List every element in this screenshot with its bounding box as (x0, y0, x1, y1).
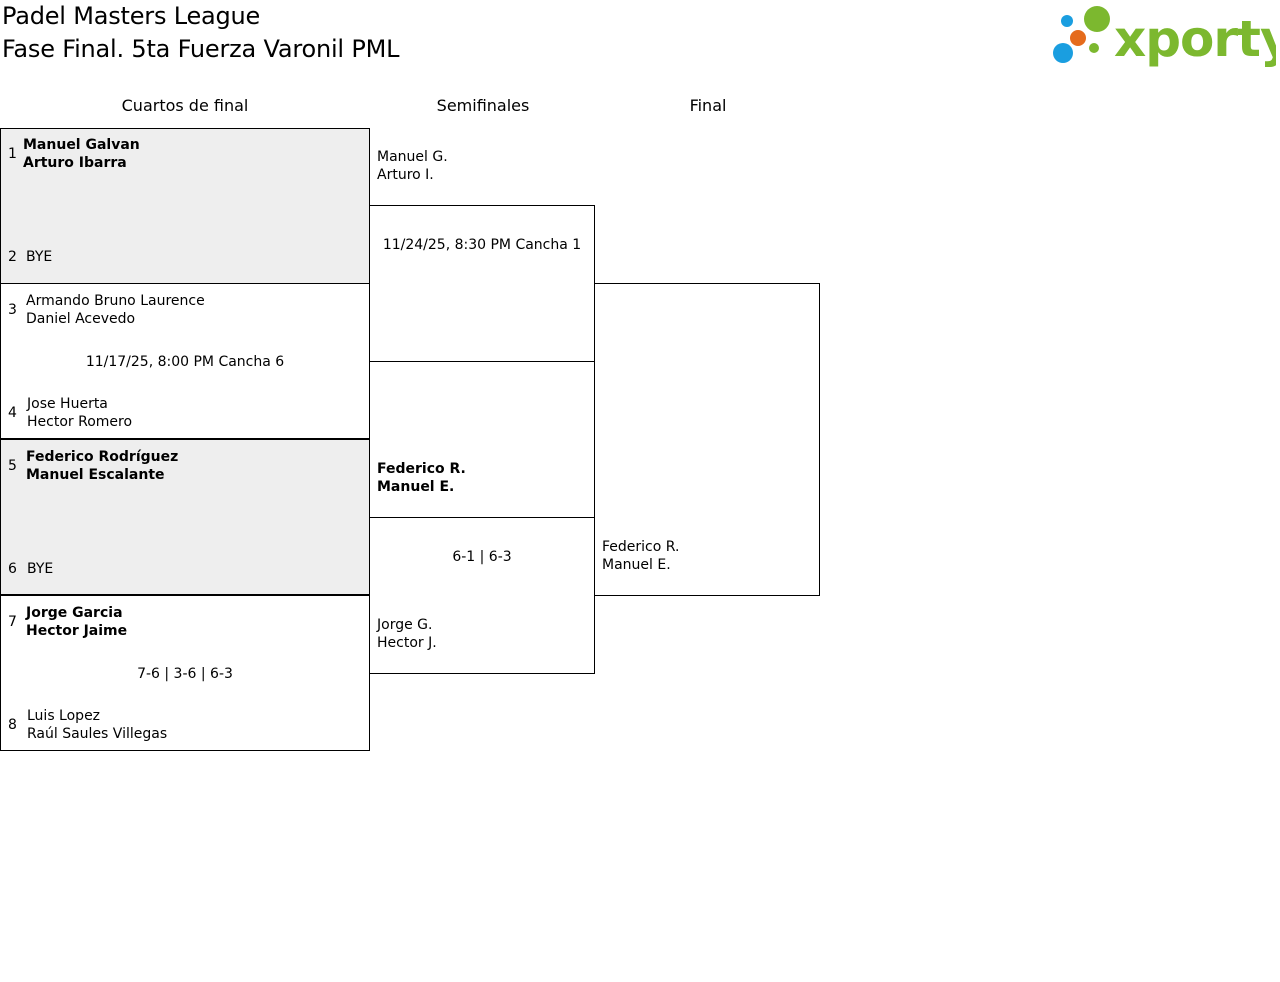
player-name: Federico R. (602, 539, 680, 555)
team-bottom: BYE (27, 560, 53, 578)
player-name: Raúl Saules Villegas (27, 726, 168, 742)
player-name: BYE (27, 561, 54, 577)
seed-number: 5 (8, 458, 17, 474)
seed-number: 2 (8, 249, 17, 265)
qf-match-2[interactable]: 3 Armando Bruno Laurence Daniel Acevedo … (0, 283, 370, 439)
player-name: Hector J. (377, 635, 437, 651)
player-name: Arturo Ibarra (23, 155, 127, 171)
player-name: Jorge G. (377, 617, 433, 633)
player-name: Jose Huerta (27, 396, 108, 412)
match-score: 7-6 | 3-6 | 6-3 (137, 666, 233, 682)
player-name: Hector Romero (27, 414, 133, 430)
player-name: Manuel E. (602, 557, 671, 573)
qf-match-3[interactable]: 5 Federico Rodríguez Manuel Escalante 6 … (0, 439, 370, 595)
player-name: Jorge Garcia (26, 605, 123, 621)
page-subtitle: Fase Final. 5ta Fuerza Varonil PML (2, 35, 400, 63)
sf2-team-top: Federico R. Manuel E. (377, 460, 466, 496)
player-name: Armando Bruno Laurence (26, 293, 205, 309)
player-name: Federico R. (377, 461, 466, 477)
final-match[interactable]: Federico R. Manuel E. (594, 283, 820, 596)
seed-number: 1 (8, 146, 17, 162)
round-header-final: Final (689, 96, 727, 115)
final-team-bottom: Federico R. Manuel E. (602, 538, 679, 574)
player-name: Hector Jaime (26, 623, 128, 639)
svg-text:xporty: xporty (1114, 10, 1276, 68)
sf-match-1[interactable]: 11/24/25, 8:30 PM Cancha 1 (369, 205, 595, 362)
team-top: Manuel Galvan Arturo Ibarra (23, 136, 140, 172)
team-top: Federico Rodríguez Manuel Escalante (26, 448, 178, 484)
seed-number: 6 (8, 561, 17, 577)
team-top: Jorge Garcia Hector Jaime (26, 604, 127, 640)
team-bottom: Jose Huerta Hector Romero (27, 395, 132, 431)
match-schedule: 11/24/25, 8:30 PM Cancha 1 (382, 237, 582, 253)
sf1-team-top: Manuel G. Arturo I. (377, 148, 448, 184)
seed-number: 3 (8, 302, 17, 318)
match-schedule: 11/17/25, 8:00 PM Cancha 6 (85, 354, 285, 370)
player-name: Manuel G. (377, 149, 448, 165)
player-name: Federico Rodríguez (26, 449, 179, 465)
round-header-semifinals: Semifinales (436, 96, 530, 115)
match-score: 6-1 | 6-3 (452, 549, 512, 565)
round-header-quarterfinals: Cuartos de final (121, 96, 249, 115)
player-name: BYE (26, 249, 53, 265)
sf-match-2[interactable]: 6-1 | 6-3 Jorge G. Hector J. (369, 517, 595, 674)
xporty-logo: xporty (1053, 6, 1276, 68)
page-title: Padel Masters League (2, 2, 261, 30)
seed-number: 8 (8, 717, 17, 733)
player-name: Manuel E. (377, 479, 455, 495)
team-top: Armando Bruno Laurence Daniel Acevedo (26, 292, 205, 328)
player-name: Manuel Galvan (23, 137, 140, 153)
seed-number: 7 (8, 614, 17, 630)
qf-match-1[interactable]: 1 Manuel Galvan Arturo Ibarra 2 BYE (0, 128, 370, 284)
sf2-team-bottom: Jorge G. Hector J. (377, 616, 437, 652)
team-bottom: BYE (26, 248, 52, 266)
player-name: Arturo I. (377, 167, 434, 183)
player-name: Manuel Escalante (26, 467, 165, 483)
seed-number: 4 (8, 405, 17, 421)
team-bottom: Luis Lopez Raúl Saules Villegas (27, 707, 167, 743)
qf-match-4[interactable]: 7 Jorge Garcia Hector Jaime 7-6 | 3-6 | … (0, 595, 370, 751)
player-name: Daniel Acevedo (26, 311, 136, 327)
player-name: Luis Lopez (27, 708, 101, 724)
